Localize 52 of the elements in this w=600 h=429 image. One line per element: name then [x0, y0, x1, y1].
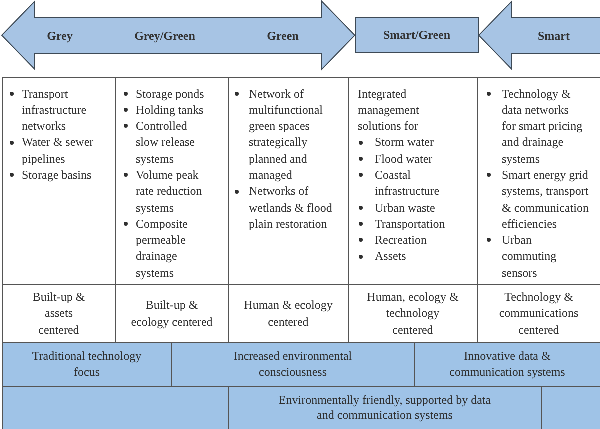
cell-text: Integrated management solutions for — [358, 86, 420, 134]
list-item-text: Storm water — [375, 134, 435, 151]
cell-text: Built-up & ecology centered — [130, 297, 214, 330]
table-cell — [228, 386, 541, 429]
cell-text: Human, ecology & technology centered — [366, 288, 460, 338]
list-item-text: Transportation — [375, 216, 446, 232]
table-cell — [477, 284, 600, 342]
stage-label: Grey — [47, 28, 73, 42]
table-cell — [115, 284, 228, 342]
stage-label: Grey/Green — [134, 28, 196, 42]
table-cell — [115, 77, 228, 284]
list-item-text: Controlled slow release systems — [136, 118, 196, 167]
list-item-text: Transport infrastructure networks — [22, 86, 88, 134]
list-item-text: Technology & data networks for smart pricing and drainage systems — [502, 86, 584, 167]
list-item-text: Water & sewer pipelines — [22, 134, 95, 167]
list-item-text: Smart energy grid systems, transport & communication efficiencies — [502, 166, 590, 232]
cell-text: Technology & communications centered — [498, 288, 580, 338]
stage-label: Green — [267, 28, 299, 42]
list-item-text: Coastal infrastructure — [375, 166, 441, 200]
list-item-text: Urban waste — [375, 200, 436, 216]
list-item-text: Holding tanks — [136, 102, 205, 118]
cell-text: Traditional technology focus — [31, 349, 143, 380]
list-item-text: Urban commuting sensors — [502, 232, 558, 282]
table-cell — [228, 284, 348, 342]
table-cell — [2, 342, 171, 386]
double-arrow — [1, 0, 356, 71]
table-cell — [477, 77, 600, 284]
cell-text: Increased environmental consciousness — [232, 349, 354, 380]
cell-text: Environmentally friendly, supported by data and communication systems — [278, 392, 492, 424]
table-cell — [414, 342, 600, 386]
table-cell — [171, 342, 414, 386]
list-item-text: Networks of wetlands & flood plain restoration — [249, 183, 334, 232]
table-cell — [2, 77, 115, 284]
block-arrow — [478, 0, 600, 71]
list-item-text: Storage basins — [22, 166, 93, 184]
list-item-text: Flood water — [375, 150, 434, 167]
cell-text: Innovative data & communication systems — [448, 349, 566, 380]
table-cell — [2, 284, 115, 342]
table-cell — [348, 77, 477, 284]
stage-label: Smart — [538, 28, 570, 42]
list-item-text: Assets — [375, 248, 408, 265]
cell-text: Built-up & assets centered — [32, 288, 86, 338]
table-cell — [228, 77, 348, 284]
stage-box — [355, 17, 479, 53]
list-item-text: Recreation — [375, 232, 428, 248]
list-item-text: Volume peak rate reduction systems — [136, 166, 204, 216]
list-item-text: Composite permeable drainage systems — [136, 216, 190, 282]
cell-text: Human & ecology centered — [243, 297, 334, 330]
table-cell — [348, 284, 477, 342]
list-item-text: Storage ponds — [136, 86, 206, 102]
stage-label: Smart/Green — [383, 28, 451, 42]
list-item-text: Network of multifunctional green spaces strategically planned and managed — [249, 86, 324, 184]
